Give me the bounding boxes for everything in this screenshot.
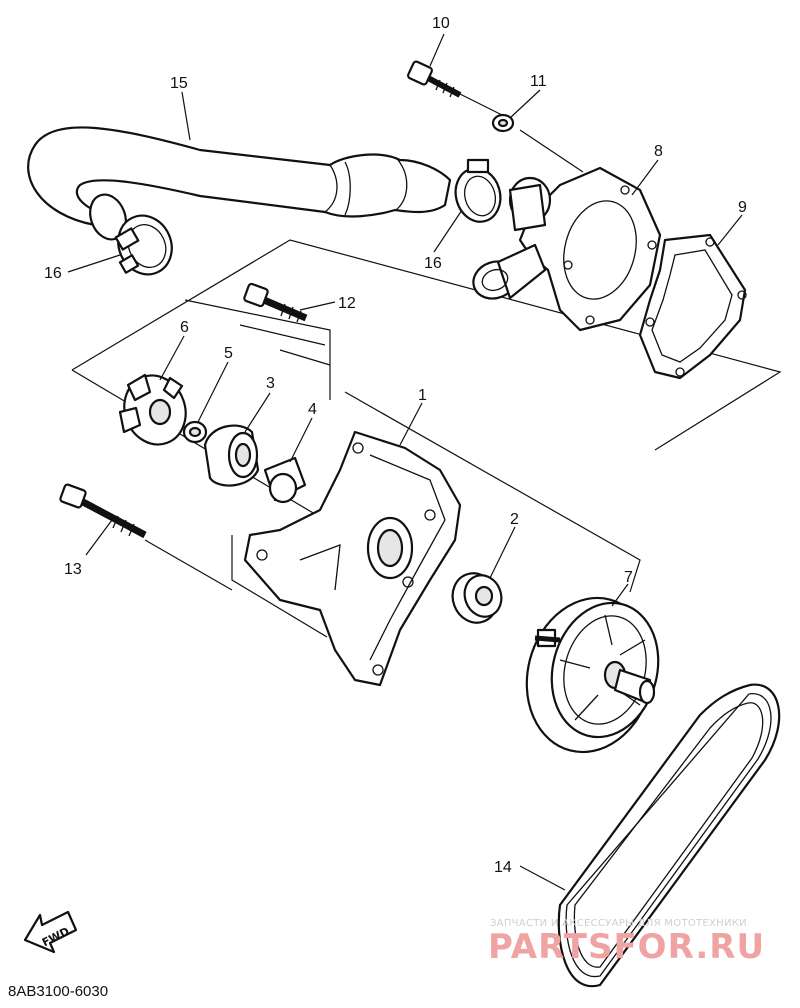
pump-housing [243,430,462,687]
washer-11 [491,113,515,133]
callout-label-6: 6 [180,319,189,336]
bolt-13 [59,483,147,539]
watermark: ЗАПЧАСТИ И АКСЕССУАРЫ ДЛЯ МОТОТЕХНИКИ PA… [488,918,765,967]
diagram-code: 8AB3100-6030 [8,983,108,1000]
callout-label-8: 8 [654,143,663,160]
callout-label-12: 12 [338,295,356,312]
pulley [525,596,660,754]
seal-washer [182,420,208,444]
bolt-12 [243,282,308,323]
callout-label-9: 9 [738,199,747,216]
callout-label-11: 11 [530,73,547,90]
pump-gasket [638,233,747,380]
bushing [263,456,307,504]
callout-label-15: 15 [170,75,188,92]
pump-cover [472,166,662,332]
callout-leaders [67,33,743,891]
mechanical-seal [203,424,260,487]
callout-label-5: 5 [224,345,233,362]
callout-label-14: 14 [494,859,512,876]
callout-labels: 10 11 15 8 9 16 16 12 6 5 3 4 1 2 7 13 1… [44,15,747,876]
callout-label-16a: 16 [44,265,62,282]
coolant-hose [27,126,452,241]
bolt-10 [407,60,462,98]
callout-label-2: 2 [510,511,519,528]
callout-label-10: 10 [432,15,450,32]
callout-label-3: 3 [266,375,275,392]
callout-label-7: 7 [624,569,633,586]
watermark-brand: PARTSFOR.RU [488,927,765,967]
assembly-guide-lines [71,91,782,638]
impeller [118,373,187,446]
drive-belt [557,683,781,988]
bearing [451,572,503,624]
callout-label-4: 4 [308,401,317,418]
hose-clamp-right [454,158,502,223]
watermark-tagline: ЗАПЧАСТИ И АКСЕССУАРЫ ДЛЯ МОТОТЕХНИКИ [490,918,747,929]
callout-label-1: 1 [418,387,427,404]
callout-label-13: 13 [64,561,82,578]
fwd-arrow-icon: FWD [23,910,78,954]
hose-clamp-left [114,214,173,276]
callout-label-16b: 16 [424,255,442,272]
